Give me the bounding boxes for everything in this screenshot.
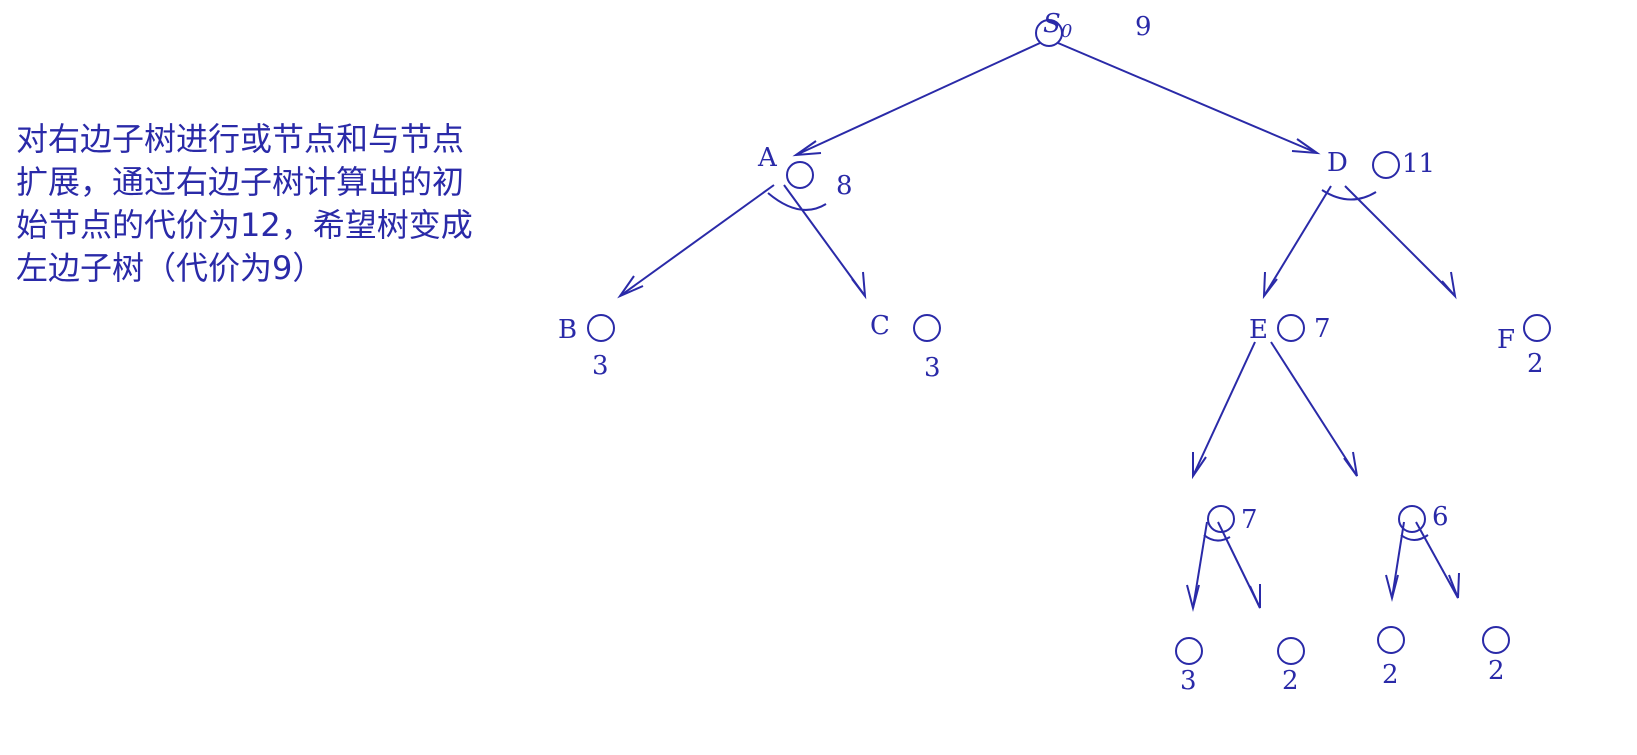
node-g2-cost: 2 xyxy=(1282,666,1299,696)
node-s0-subscript: 0 xyxy=(1061,21,1072,42)
node-g1-cost: 3 xyxy=(1180,666,1197,696)
node-a xyxy=(786,161,814,189)
description-line-2: 扩展，通过右边子树计算出的初 xyxy=(16,163,465,201)
edge-d-e xyxy=(1263,185,1332,297)
node-g1 xyxy=(1175,637,1203,665)
node-h1 xyxy=(1377,626,1405,654)
arrowhead-e-h xyxy=(1343,451,1358,477)
node-c-cost: 3 xyxy=(924,353,941,383)
node-s0-name: S0 xyxy=(1043,9,1072,42)
description-line-1: 对右边子树进行或节点和与节点 xyxy=(16,120,465,158)
arrowhead-d-f xyxy=(1441,271,1457,300)
and-arc-g xyxy=(1203,534,1231,542)
node-d xyxy=(1372,151,1400,179)
node-g2 xyxy=(1277,637,1305,665)
node-f xyxy=(1523,314,1551,342)
description-line-3: 始节点的代价为12，希望树变成 xyxy=(16,206,473,244)
node-f-name: F xyxy=(1497,325,1515,355)
arrowhead-d-e xyxy=(1262,271,1278,300)
edge-e-h xyxy=(1270,341,1358,477)
node-s0-cost: 9 xyxy=(1135,12,1152,42)
description-line-4: 左边子树（代价为9） xyxy=(16,249,325,287)
edge-a-b xyxy=(619,184,775,297)
node-a-cost: 8 xyxy=(836,171,853,201)
arrowhead-h-h1 xyxy=(1385,574,1399,602)
node-e xyxy=(1277,314,1305,342)
arrowhead-g-g2 xyxy=(1249,584,1261,609)
edge-s0-a xyxy=(795,42,1041,156)
node-h2-cost: 2 xyxy=(1488,656,1505,686)
arrowhead-a-b xyxy=(617,275,644,299)
arrowhead-h-h2 xyxy=(1448,572,1460,599)
node-b-cost: 3 xyxy=(592,351,609,381)
node-h2 xyxy=(1482,626,1510,654)
arrowhead-s0-d xyxy=(1291,138,1321,155)
arrowhead-a-c xyxy=(851,271,867,300)
node-h1-cost: 2 xyxy=(1382,660,1399,690)
node-h-cost: 6 xyxy=(1432,502,1449,532)
edge-d-f xyxy=(1344,185,1456,297)
edge-a-c xyxy=(783,184,866,297)
arrowhead-e-g xyxy=(1192,452,1207,480)
and-arc-h xyxy=(1400,534,1429,541)
node-h xyxy=(1398,505,1426,533)
edge-h-h1 xyxy=(1391,521,1405,599)
node-b-name: B xyxy=(558,315,577,345)
node-f-cost: 2 xyxy=(1527,349,1544,379)
node-d-name: D xyxy=(1327,148,1348,178)
edge-s0-d xyxy=(1057,42,1318,154)
description-text: 对右边子树进行或节点和与节点 扩展，通过右边子树计算出的初 始节点的代价为12，… xyxy=(16,118,536,290)
arrowhead-s0-a xyxy=(792,140,822,157)
edge-h-h2 xyxy=(1415,521,1459,599)
node-e-name: E xyxy=(1249,315,1268,345)
and-arc-a xyxy=(767,192,827,211)
and-arc-d xyxy=(1321,189,1377,201)
node-e-cost: 7 xyxy=(1314,314,1331,344)
arrowhead-g-g1 xyxy=(1186,584,1200,612)
node-c-name: C xyxy=(870,311,890,341)
node-c xyxy=(913,314,941,342)
node-b xyxy=(587,314,615,342)
node-a-name: A xyxy=(757,143,778,173)
node-d-cost: 11 xyxy=(1402,149,1435,179)
edge-e-g xyxy=(1192,341,1256,477)
node-s0 xyxy=(1035,19,1063,47)
node-g xyxy=(1207,505,1235,533)
node-g-cost: 7 xyxy=(1241,505,1258,535)
